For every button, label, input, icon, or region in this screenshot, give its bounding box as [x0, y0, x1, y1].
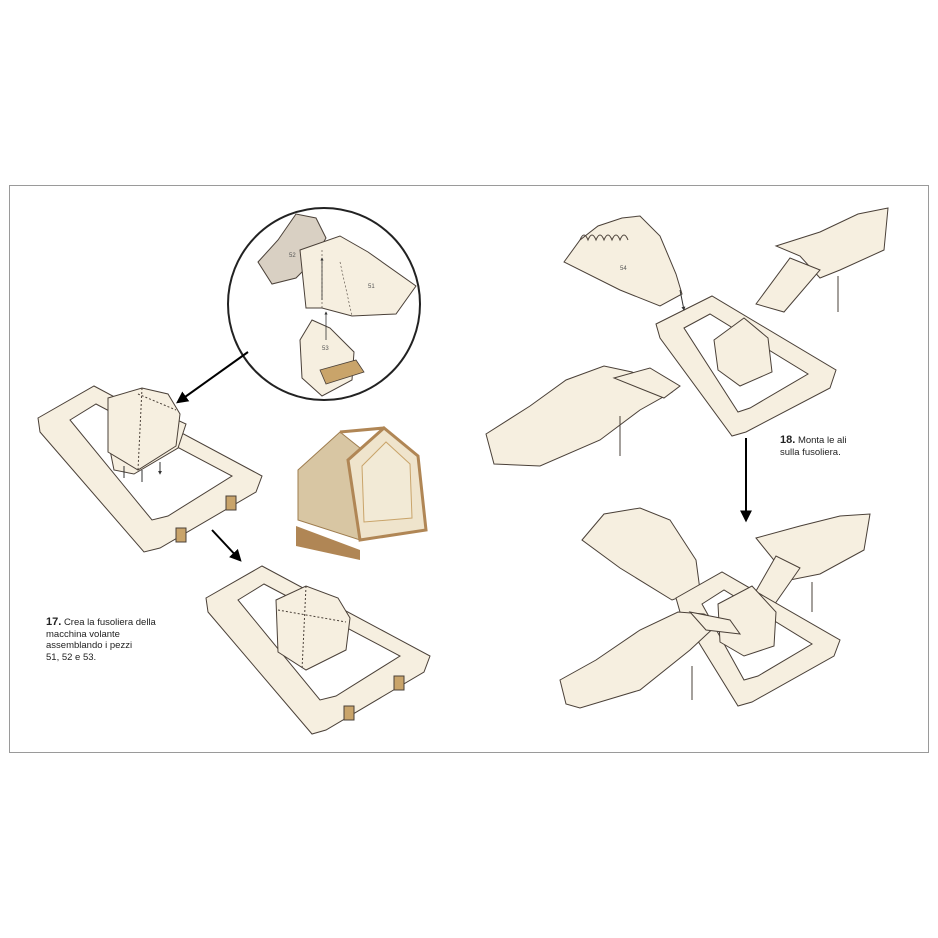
fuselage-frame-b: [205, 565, 431, 735]
step-17-line-2: macchina volante: [46, 628, 120, 640]
step-17-line-4: 51, 52 e 53.: [46, 651, 97, 663]
step-18-number: 18.: [780, 434, 796, 446]
wing-left-lower: [485, 365, 681, 467]
part-54-label: 54: [620, 266, 627, 272]
final-wing-left-top: [581, 507, 701, 601]
fuselage-frame-a: [37, 385, 263, 553]
step-17-line-1: Crea la fusoliera della: [63, 617, 156, 628]
part-51: [299, 235, 417, 317]
step-17-caption: 17. Crea la fusoliera della macchina vol…: [46, 616, 176, 663]
part-52-label: 52: [289, 253, 296, 259]
fuselage-frame-d: [675, 571, 841, 707]
fuselage-frame-c: [655, 295, 837, 437]
step-17-line-3: assemblando i pezzi: [46, 640, 133, 651]
fuselage-photo: [296, 426, 428, 560]
step-18-caption: 18. Monta le ali sulla fusoliera.: [780, 434, 890, 458]
step-17-number: 17.: [46, 616, 62, 628]
step-18-line-1: Monta le ali: [797, 435, 847, 446]
part-52: [257, 213, 327, 285]
arrow-detail-to-frame: [176, 351, 249, 404]
detail-circle: 52 51 53: [227, 207, 421, 401]
final-wing-right: [751, 513, 871, 612]
wing-54-left: 54: [563, 215, 683, 307]
step-18-line-2: sulla fusoliera.: [780, 446, 841, 458]
final-wing-left-bottom: [559, 611, 742, 709]
part-51-label: 51: [368, 284, 375, 290]
wing-right-top: [755, 207, 889, 313]
arrow-frame-to-fuselage: [211, 529, 242, 562]
part-53-label: 53: [322, 346, 329, 352]
